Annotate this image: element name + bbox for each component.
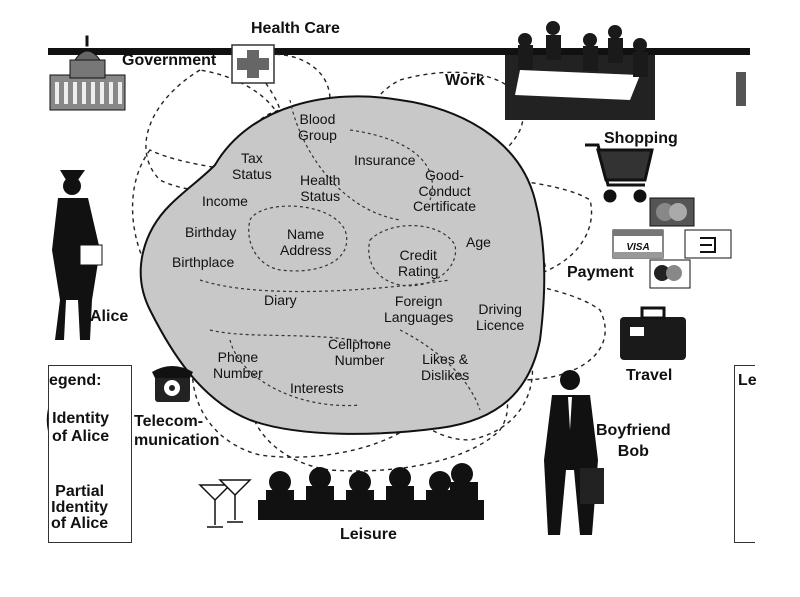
- attr-blood-group: Blood Group: [298, 111, 337, 143]
- partial-government-outline: [145, 69, 286, 192]
- label-shopping: Shopping: [604, 130, 678, 147]
- attr-birthday: Birthday: [185, 224, 237, 240]
- shopping-cart-icon: [585, 143, 654, 203]
- credit-cards-icon: VISA: [612, 197, 732, 289]
- top-divider-bar: [48, 48, 750, 55]
- label-health-care: Health Care: [251, 20, 340, 37]
- alice-silhouette-icon: [52, 170, 103, 340]
- label-work: Work: [445, 72, 485, 89]
- legend-partial-label: Partial Identity of Alice: [51, 483, 109, 532]
- bob-silhouette-icon: [544, 370, 604, 535]
- attr-interests: Interests: [290, 380, 344, 396]
- partial-health-outline: [243, 53, 432, 195]
- inner-partition-3: [248, 205, 348, 272]
- attr-driving-licence: Driving Licence: [476, 301, 525, 333]
- red-cross-icon: [231, 44, 275, 84]
- label-travel: Travel: [626, 367, 673, 384]
- legend-box: [48, 365, 132, 543]
- label-government: Government: [122, 52, 217, 69]
- attr-health-status: Health Status: [300, 172, 341, 204]
- attr-tax-status: Tax Status: [232, 150, 272, 182]
- attr-good-conduct-certificate: Good- Conduct Certificate: [413, 167, 477, 215]
- attr-income: Income: [202, 193, 248, 209]
- identity-of-alice-blob: [139, 95, 546, 435]
- business-meeting-icon: [505, 21, 655, 120]
- cropped-object-icon: [736, 72, 746, 106]
- label-leisure: Leisure: [340, 526, 397, 543]
- legend-identity-label: Identity of Alice: [52, 410, 110, 445]
- attr-insurance: Insurance: [354, 152, 416, 168]
- inner-partition-4: [368, 224, 457, 287]
- attr-credit-rating: Credit Rating: [398, 247, 439, 279]
- telephone-icon: [152, 366, 193, 402]
- label-boyfriend-bob: Boyfriend Bob: [596, 422, 671, 460]
- attr-birthplace: Birthplace: [172, 254, 235, 270]
- attr-age: Age: [466, 234, 491, 250]
- label-payment: Payment: [567, 264, 634, 281]
- crowd-silhouette-icon: [258, 463, 484, 520]
- inner-partition-1: [289, 99, 401, 221]
- inner-partition-8: [399, 329, 481, 411]
- label-alice: Alice: [90, 308, 129, 325]
- inner-partitions: [199, 99, 481, 411]
- right-legend-fragment: Le: [738, 372, 757, 389]
- attr-diary: Diary: [264, 292, 297, 308]
- government-building-icon: [49, 35, 126, 111]
- martini-glasses-icon: [198, 479, 252, 528]
- attr-likes-dislikes: Likes & Dislikes: [421, 351, 470, 383]
- attr-phone-number: Phone Number: [213, 349, 263, 381]
- legend-title: egend:: [49, 372, 102, 389]
- suitcase-icon: [620, 306, 686, 360]
- attr-cellphone-number: Cellphone Number: [328, 336, 392, 368]
- svg-text:VISA: VISA: [626, 242, 649, 253]
- inner-partition-7: [229, 339, 361, 407]
- attr-name-address: Name Address: [280, 226, 332, 258]
- right-legend-box: [734, 365, 755, 543]
- label-telecommunication: Telecom- munication: [134, 413, 220, 450]
- inner-partition-5: [199, 279, 451, 293]
- attr-foreign-languages: Foreign Languages: [384, 293, 454, 325]
